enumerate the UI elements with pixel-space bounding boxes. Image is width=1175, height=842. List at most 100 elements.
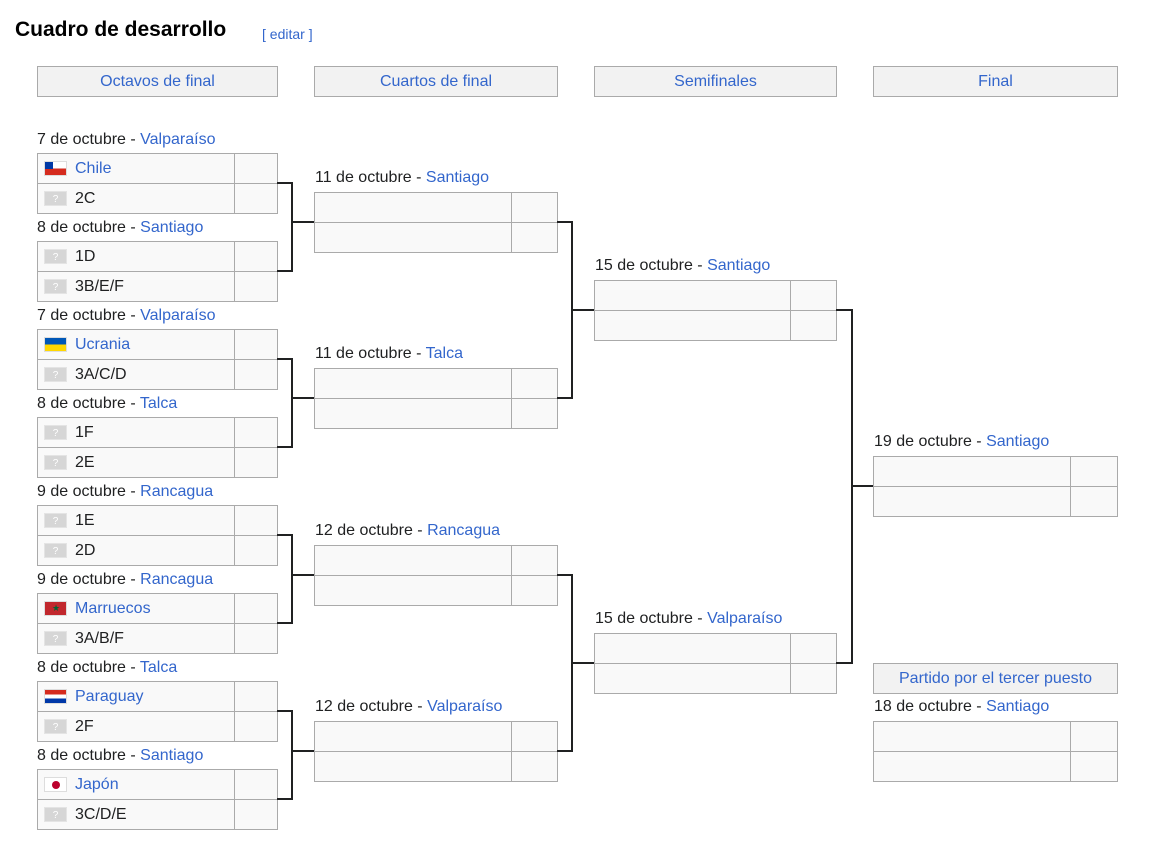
team-cell: ?3C/D/E xyxy=(37,799,235,830)
venue-link[interactable]: Valparaíso xyxy=(140,131,216,148)
match-date-text: 19 de octubre xyxy=(874,433,972,450)
team-cell xyxy=(314,575,512,606)
venue-link[interactable]: Santiago xyxy=(425,169,490,186)
separator: - xyxy=(125,571,141,588)
venue-link[interactable]: Talca xyxy=(139,395,178,412)
team-cell: ?2D xyxy=(37,535,235,566)
venue-link[interactable]: Valparaíso xyxy=(427,698,503,715)
team-row: ? 2E xyxy=(37,447,278,478)
round-header-r16[interactable]: Octavos de final xyxy=(37,66,278,97)
placeholder-flag-icon: ? xyxy=(44,249,67,264)
team-cell xyxy=(314,398,512,429)
team-cell xyxy=(873,456,1071,487)
team-row xyxy=(314,545,558,576)
team-row: Paraguay xyxy=(37,681,278,712)
team-link[interactable]: Japón xyxy=(75,775,119,793)
score-cell xyxy=(234,271,278,302)
score-cell xyxy=(511,398,558,429)
team-row xyxy=(314,368,558,399)
team-name: 2F xyxy=(75,717,94,735)
separator: - xyxy=(412,522,428,539)
connector-line xyxy=(557,397,573,399)
placeholder-flag-icon: ? xyxy=(44,425,67,440)
connector-line xyxy=(277,710,293,712)
team-row xyxy=(314,721,558,752)
team-name: 1F xyxy=(75,423,94,441)
bracket-close: ] xyxy=(304,26,313,42)
venue-link[interactable]: Rancagua xyxy=(427,522,501,539)
venue-link[interactable]: Talca xyxy=(425,345,463,362)
venue-link[interactable]: Valparaíso xyxy=(707,610,783,627)
team-link[interactable]: Chile xyxy=(75,159,112,177)
connector-line xyxy=(571,309,594,311)
team-name: 2E xyxy=(75,453,95,471)
round-header-qf[interactable]: Cuartos de final xyxy=(314,66,558,97)
team-row: ?3C/D/E xyxy=(37,799,278,830)
placeholder-flag-icon: ? xyxy=(44,455,67,470)
match-date-text: 12 de octubre xyxy=(315,522,413,539)
connector-line xyxy=(557,750,573,752)
connector-line xyxy=(557,221,573,223)
connector-line xyxy=(277,534,293,536)
section-title: Cuadro de desarrollo xyxy=(15,18,227,41)
placeholder-flag-icon: ? xyxy=(44,191,67,206)
team-row: ?3A/C/D xyxy=(37,359,278,390)
team-name: 3C/D/E xyxy=(75,805,127,823)
score-cell xyxy=(234,505,278,536)
connector-line xyxy=(291,750,314,752)
team-row xyxy=(314,398,558,429)
team-cell xyxy=(873,751,1071,782)
match-date-text: 9 de octubre xyxy=(37,571,126,588)
team-cell: ?3B/E/F xyxy=(37,271,235,302)
team-link[interactable]: Paraguay xyxy=(75,687,144,705)
venue-link[interactable]: Valparaíso xyxy=(140,307,216,324)
team-cell: Marruecos xyxy=(37,593,235,624)
connector-line xyxy=(836,309,853,311)
team-row: ?3A/B/F xyxy=(37,623,278,654)
connector-line xyxy=(836,662,853,664)
score-cell xyxy=(234,447,278,478)
round-header-sf[interactable]: Semifinales xyxy=(594,66,837,97)
placeholder-flag-icon: ? xyxy=(44,631,67,646)
venue-link[interactable]: Rancagua xyxy=(140,483,214,500)
team-cell: Paraguay xyxy=(37,681,235,712)
match-date-text: 7 de octubre xyxy=(37,307,126,324)
match-date: 11 de octubre - Talca xyxy=(315,345,463,363)
connector-line xyxy=(277,270,293,272)
score-cell xyxy=(234,711,278,742)
team-cell: ?3A/C/D xyxy=(37,359,235,390)
venue-link[interactable]: Santiago xyxy=(986,698,1050,715)
match-date-text: 8 de octubre xyxy=(37,659,126,676)
venue-link[interactable]: Santiago xyxy=(140,747,204,764)
score-cell xyxy=(234,417,278,448)
match-date: 8 de octubre - Santiago xyxy=(37,747,203,765)
team-link[interactable]: Marruecos xyxy=(75,599,151,617)
team-row xyxy=(594,280,837,311)
team-name: 1D xyxy=(75,247,96,265)
venue-link[interactable]: Santiago xyxy=(986,433,1050,450)
connector-line xyxy=(277,798,293,800)
placeholder-flag-icon: ? xyxy=(44,279,67,294)
team-link[interactable]: Ucrania xyxy=(75,335,131,353)
separator: - xyxy=(692,610,708,627)
edit-link[interactable]: editar xyxy=(269,26,305,42)
team-name: 3A/C/D xyxy=(75,365,127,383)
venue-link[interactable]: Santiago xyxy=(140,219,204,236)
team-row: ? 1F xyxy=(37,417,278,448)
round-header-third-place[interactable]: Partido por el tercer puesto xyxy=(873,663,1118,694)
score-cell xyxy=(234,593,278,624)
venue-link[interactable]: Santiago xyxy=(707,257,771,274)
venue-link[interactable]: Rancagua xyxy=(140,571,214,588)
score-cell xyxy=(1070,486,1118,517)
separator: - xyxy=(125,307,141,324)
score-cell xyxy=(234,681,278,712)
venue-link[interactable]: Talca xyxy=(139,659,178,676)
separator: - xyxy=(125,747,141,764)
match-date-text: 8 de octubre xyxy=(37,395,126,412)
round-header-final[interactable]: Final xyxy=(873,66,1118,97)
team-cell xyxy=(314,368,512,399)
match-date: 7 de octubre - Valparaíso xyxy=(37,307,215,325)
team-row xyxy=(594,663,837,694)
team-cell: ? 2E xyxy=(37,447,235,478)
score-cell xyxy=(511,721,558,752)
